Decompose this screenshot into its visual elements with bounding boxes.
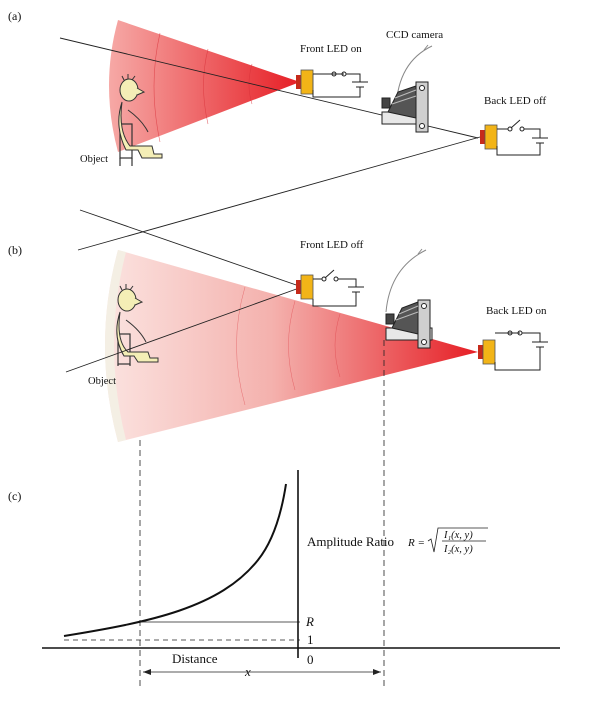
- ray-a-2: [77, 136, 481, 251]
- ratio-curve: [63, 483, 287, 637]
- ray-b-1: [79, 209, 303, 288]
- panel-b-tag: (b): [8, 243, 22, 257]
- ray-b-2: [65, 286, 303, 373]
- panel-a-tag: (a): [8, 9, 21, 23]
- front-led-circuit-a: [312, 71, 368, 98]
- x-dimension-arrow: [143, 669, 381, 675]
- back-led-label-a: Back LED off: [484, 95, 546, 107]
- front-led-label-b: Front LED off: [300, 239, 364, 251]
- panel-b: (b) Object: [8, 209, 548, 442]
- seated-person-icon: [118, 74, 163, 166]
- seated-person-icon-b: [116, 284, 159, 366]
- panel-c: (c) Amplitude Ratio R = I₁(x, y) I₂(x, y…: [8, 470, 560, 679]
- back-led-circuit-a: [496, 119, 548, 156]
- svg-text:R =: R =: [407, 537, 425, 549]
- back-led-circuit-b: [494, 330, 548, 371]
- panel-a: (a) Object: [8, 9, 548, 251]
- r-mark: R: [305, 614, 314, 629]
- panel-c-tag: (c): [8, 489, 21, 503]
- distance-label: Distance: [172, 651, 218, 666]
- object-label-a: Object: [80, 154, 108, 165]
- svg-text:I₁(x, y): I₁(x, y): [443, 530, 473, 541]
- object-label-b: Object: [88, 376, 116, 387]
- camera-label: CCD camera: [386, 29, 443, 41]
- ratio-label: Amplitude Ratio: [307, 534, 394, 549]
- front-led-circuit-b: [312, 269, 364, 307]
- front-led-label-a: Front LED on: [300, 43, 362, 55]
- front-light-beam-a: [109, 20, 300, 152]
- back-led-b: [478, 339, 496, 365]
- front-led-b: [296, 274, 314, 300]
- one-mark: 1: [307, 632, 314, 647]
- ccd-camera-icon-a: [381, 44, 433, 133]
- front-led-a: [296, 69, 314, 95]
- back-light-beam-b: [105, 250, 478, 442]
- svg-text:I₂(x, y): I₂(x, y): [443, 544, 473, 555]
- zero-mark: 0: [307, 652, 314, 667]
- back-led-label-b: Back LED on: [486, 305, 547, 317]
- ratio-formula: R = I₁(x, y) I₂(x, y): [407, 527, 488, 555]
- ccd-camera-icon-b: [385, 248, 433, 349]
- back-led-a: [480, 124, 498, 150]
- x-label: x: [244, 664, 251, 679]
